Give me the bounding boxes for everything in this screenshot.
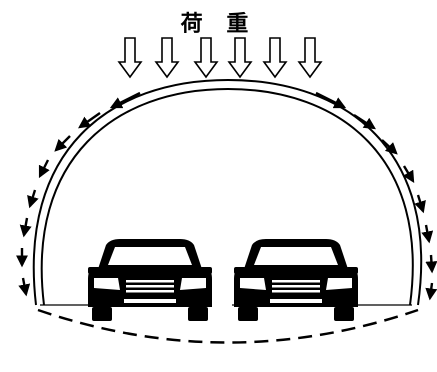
- load-arrow: [297, 37, 323, 79]
- load-arrow: [193, 37, 219, 79]
- load-arrow: [227, 37, 253, 79]
- left-pressure-arrows: [16, 91, 141, 297]
- car-right: [234, 239, 358, 321]
- load-arrow: [117, 37, 143, 79]
- car-left: [88, 239, 212, 321]
- lining-inner: [40, 87, 414, 306]
- load-arrows: [117, 37, 323, 79]
- load-arrow: [262, 37, 288, 79]
- right-pressure-arrows: [315, 91, 437, 301]
- load-label: 荷 重: [180, 12, 257, 37]
- invert-dashed-curve: [37, 308, 419, 344]
- load-arrow: [154, 37, 180, 79]
